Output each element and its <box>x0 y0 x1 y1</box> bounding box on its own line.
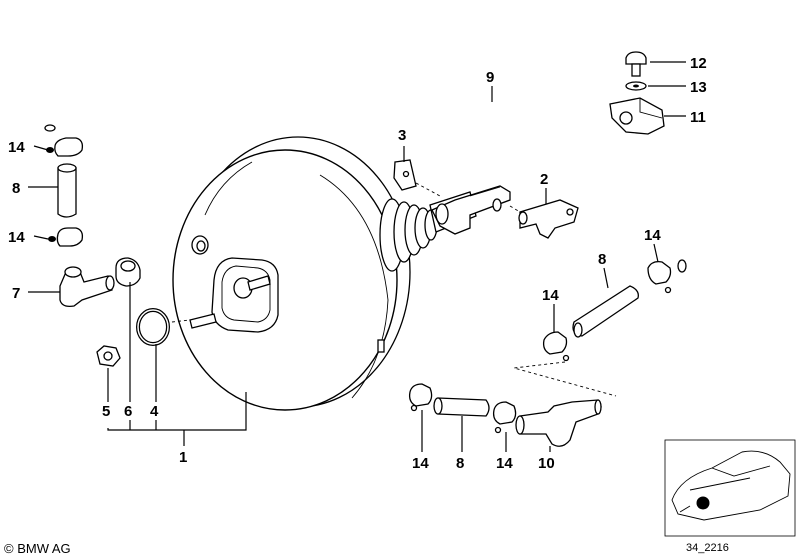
callout-14: 14 <box>8 229 25 246</box>
callout-6: 6 <box>124 403 132 420</box>
callout-8: 8 <box>598 251 606 268</box>
callout-9: 9 <box>486 69 494 86</box>
callout-10: 10 <box>538 455 555 472</box>
clamp-14c <box>647 260 672 294</box>
hose-8-lower <box>433 397 490 417</box>
callout-2: 2 <box>540 171 548 188</box>
callout-13: 13 <box>690 79 707 96</box>
callout-14: 14 <box>8 139 25 156</box>
hose-clamp-14b <box>48 227 84 247</box>
clamp-14d <box>542 331 570 362</box>
callout-7: 7 <box>12 285 20 302</box>
booster-pushrod-boot <box>379 191 477 272</box>
clamp-14e <box>408 383 433 412</box>
callout-4: 4 <box>150 403 159 420</box>
pin-part-2 <box>509 199 579 239</box>
clip-part-3 <box>393 159 441 197</box>
callout-8: 8 <box>12 180 20 197</box>
callout-5: 5 <box>102 403 110 420</box>
callout-8: 8 <box>456 455 464 472</box>
grommet-6 <box>115 257 141 287</box>
brake-booster <box>172 136 411 411</box>
car-thumbnail-icon <box>664 439 796 537</box>
clevis-fork <box>431 185 511 235</box>
hose-8-left <box>57 163 77 218</box>
vacuum-line-pipe <box>44 62 750 273</box>
callout-numbers: 14 8 14 7 5 6 4 1 3 2 9 12 13 11 14 8 14… <box>8 55 707 472</box>
callout-12: 12 <box>690 55 707 72</box>
nut-5 <box>96 345 121 367</box>
leader-lines <box>28 61 686 452</box>
callout-1: 1 <box>179 449 187 466</box>
reference-code: 34_2216 <box>686 542 729 554</box>
clamp-14f <box>492 401 517 434</box>
bolt-12 <box>625 51 647 77</box>
callout-3: 3 <box>398 127 406 144</box>
valve-10 <box>515 399 602 447</box>
o-ring-4 <box>136 308 191 346</box>
washer-13 <box>625 81 647 91</box>
callout-14: 14 <box>542 287 559 304</box>
callout-11: 11 <box>690 109 706 126</box>
copyright-text: © BMW AG <box>4 541 71 556</box>
hose-8-right <box>572 285 639 338</box>
elbow-valve-7 <box>59 266 115 308</box>
hose-clamp-14a <box>46 137 84 157</box>
callout-14: 14 <box>412 455 429 472</box>
bracket-11 <box>609 97 665 135</box>
callout-14: 14 <box>644 227 661 244</box>
callout-14: 14 <box>496 455 513 472</box>
